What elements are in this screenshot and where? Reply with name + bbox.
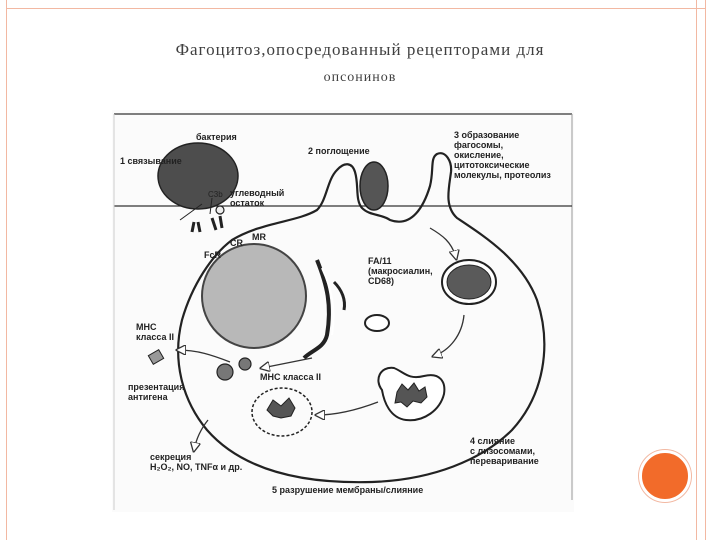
diagram-svg: [113, 113, 573, 510]
receptor-mr: [215, 205, 225, 215]
bacterium-engulfing: [359, 161, 389, 211]
frame-line-right-outer: [705, 0, 706, 540]
golgi-2: [332, 280, 346, 311]
label-step5: 5 разрушение мембраны/слияние: [272, 485, 424, 495]
vesicle-content: [266, 397, 296, 419]
mhc-dot-2: [238, 357, 252, 371]
label-cr: CR: [230, 238, 243, 248]
label-c3b: C3b: [208, 190, 223, 199]
bacterium-binding: [157, 142, 239, 210]
label-mhc-left: MHC класса II: [136, 322, 174, 342]
digested-material: [394, 382, 428, 408]
label-fcr: FcR: [204, 250, 222, 260]
label-mr: MR: [252, 232, 266, 242]
arrow-2: [434, 314, 465, 356]
accent-circle: [639, 450, 691, 502]
label-step4: 4 слияние с лизосомами, переваривание: [470, 436, 539, 466]
label-antigen: презентация антигена: [128, 382, 185, 402]
slide-title-line2: опсонинов: [323, 70, 397, 85]
frame-line-right-inner: [696, 0, 697, 540]
arrow-3: [317, 401, 379, 415]
cell-membrane: [177, 152, 546, 484]
label-mhc-inside: MHC класса II: [260, 372, 321, 382]
fc-link: [179, 203, 203, 221]
arrow-6: [262, 357, 313, 368]
frame-line-top: [6, 8, 706, 9]
vesicle: [364, 314, 390, 332]
arrow-4: [178, 350, 231, 363]
mhc-dot-1: [216, 363, 234, 381]
slide-title-line1: Фагоцитоз,опосредованный рецепторами для: [175, 40, 545, 59]
phagosome-bacterium: [446, 264, 492, 300]
label-step1: 1 связывание: [120, 156, 182, 166]
nucleus: [201, 243, 307, 349]
frame-line-left: [6, 0, 7, 540]
receptor-fcr: [190, 221, 202, 233]
arrow-5: [194, 419, 209, 450]
label-step3: 3 образование фагосомы, окисление, цитот…: [454, 130, 551, 180]
receptor-cr: [210, 215, 224, 231]
c3b-link: [209, 197, 213, 215]
mhc-outside: [147, 348, 165, 366]
label-fa11: FA/11 (макросиалин, CD68): [368, 256, 433, 286]
label-carb: углеводный остаток: [230, 188, 285, 208]
fusion-vesicle: [251, 387, 313, 437]
label-bacterium: бактерия: [196, 132, 237, 142]
golgi-1: [302, 259, 331, 360]
label-secretion: секреция H₂O₂, NO, TNFα и др.: [150, 452, 243, 472]
arrow-1: [429, 227, 456, 258]
phagocytosis-diagram: 1 связывание бактерия C3b углеводный ост…: [112, 110, 574, 512]
label-step2: 2 поглощение: [308, 146, 370, 156]
